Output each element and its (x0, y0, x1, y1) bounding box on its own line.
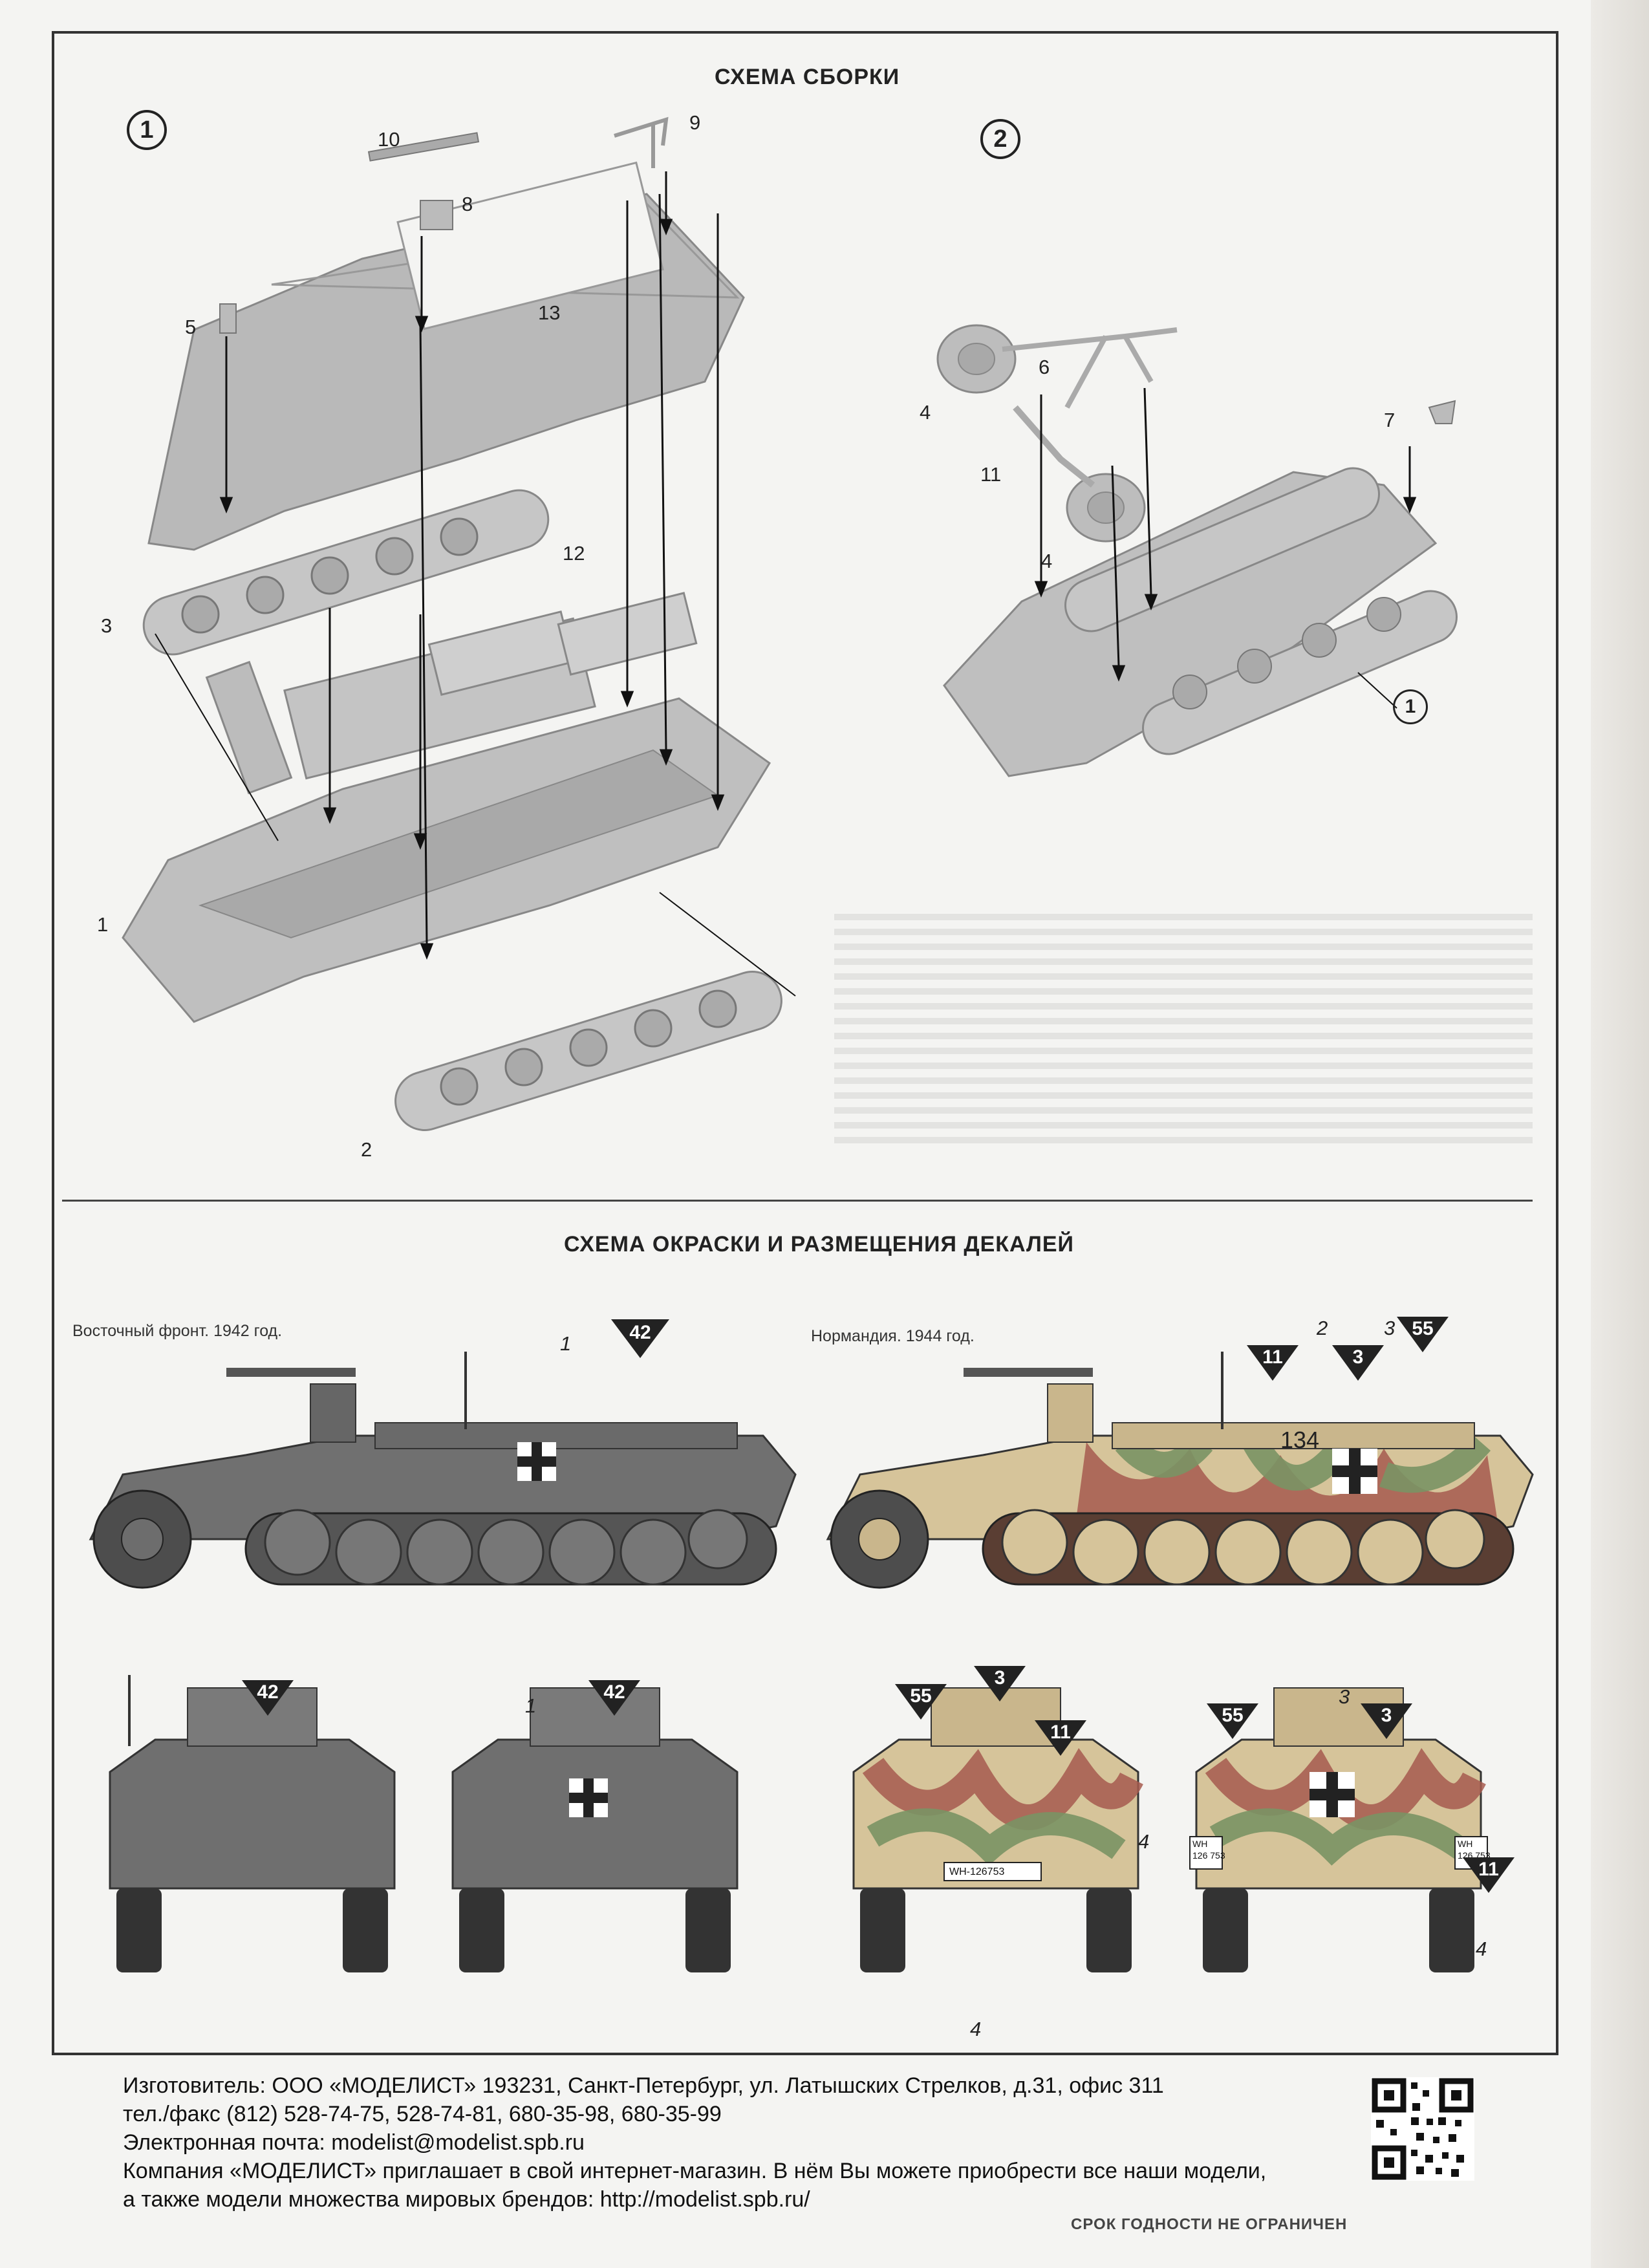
part-label: 4 (1041, 550, 1053, 572)
assembled-hull (943, 471, 1438, 777)
part-label: 3 (101, 614, 113, 637)
part-label: 1 (97, 913, 109, 936)
part-label: 10 (378, 128, 400, 151)
callout: 3 (1384, 1317, 1396, 1339)
wheel-part-4-second (1066, 473, 1146, 543)
footer-website: а также модели множества мировых брендов… (123, 2187, 810, 2212)
decal-marker-label: 42 (257, 1681, 279, 1703)
decal-marker-label: 3 (1352, 1346, 1364, 1368)
page-edge-bleed (1591, 0, 1649, 2268)
callout: 4 (1138, 1830, 1150, 1853)
part-5 (219, 303, 237, 334)
shield-part-8 (420, 200, 453, 230)
decal-marker-label: 3 (1381, 1705, 1392, 1726)
footer-email: Электронная почта: modelist@modelist.spb… (123, 2130, 585, 2155)
license-plate (943, 1862, 1042, 1881)
section-divider (62, 1200, 1533, 1202)
axle-part-11 (1013, 405, 1095, 488)
step-2-diagram (936, 324, 1458, 777)
footer-phone: тел./факс (812) 528-74-75, 528-74-81, 68… (123, 2102, 722, 2126)
part-7 (1428, 400, 1456, 424)
scheme-1-caption: Восточный фронт. 1942 год. (72, 1322, 283, 1340)
decal-marker-label: 42 (629, 1322, 651, 1343)
scheme-2-front-view (852, 1687, 1143, 1972)
balkenkreuz (517, 1442, 556, 1481)
wheel-part-4 (936, 324, 1017, 394)
part-label: 7 (1384, 409, 1396, 431)
show-through-text (834, 905, 1533, 1196)
decal-marker-label: 55 (1222, 1705, 1244, 1726)
expiry-note: СРОК ГОДНОСТИ НЕ ОГРАНИЧЕН (1071, 2216, 1348, 2233)
mg-part-10 (367, 132, 480, 162)
callout: 4 (970, 2018, 982, 2040)
footer-manufacturer: Изготовитель: ООО «МОДЕЛИСТ» 193231, Сан… (123, 2073, 1164, 2098)
hull-number: 134 (1280, 1427, 1320, 1453)
scheme-1-front-view (109, 1675, 396, 1972)
step-2-arrows (1034, 387, 1417, 682)
qr-code-icon (1371, 2077, 1474, 2181)
part-label: 6 (1039, 356, 1050, 378)
content-frame (52, 31, 1558, 2055)
callout: 1 (525, 1694, 537, 1717)
part-label: 11 (980, 463, 1002, 486)
track-part-2 (394, 971, 782, 1131)
part-label: 5 (185, 316, 197, 338)
machine-gun (226, 1368, 356, 1377)
step-1-marker: 1 (127, 110, 167, 150)
decal-marker-label: 3 (994, 1667, 1006, 1689)
painting-title: СХЕМА ОКРАСКИ И РАЗМЕЩЕНИЯ ДЕКАЛЕЙ (564, 1232, 1074, 1257)
step-1-exploded-diagram (122, 116, 796, 1131)
decal-marker-label: 42 (603, 1681, 625, 1703)
mount-part-9 (614, 116, 669, 168)
step-2-marker: 2 (980, 119, 1020, 159)
part-label: 12 (563, 542, 585, 565)
step-1-reference: 1 (1393, 689, 1428, 724)
scheme-2-caption: Нормандия. 1944 год. (811, 1327, 975, 1345)
decal-marker-label: 11 (1262, 1346, 1283, 1368)
footer-shop-invite: Компания «МОДЕЛИСТ» приглашает в свой ин… (123, 2159, 1267, 2183)
decal-marker-label: 55 (1412, 1318, 1434, 1339)
callout: 2 (1317, 1317, 1328, 1339)
scheme-1-side-view (89, 1352, 797, 1589)
part-label: 13 (538, 301, 561, 324)
plate-text: WH-126753 (949, 1866, 1005, 1877)
interior-part-12 (205, 592, 698, 795)
callout: 4 (1476, 1938, 1487, 1960)
callout: 1 (560, 1332, 572, 1355)
steering-part-6 (1002, 327, 1178, 409)
part-label: 8 (462, 193, 473, 215)
track-part-3 (142, 489, 550, 656)
assembly-arrows (155, 171, 796, 997)
part-label: 4 (920, 401, 931, 424)
decal-marker-label: 55 (910, 1685, 932, 1707)
scheme-2-side-view (826, 1352, 1534, 1589)
part-label: 2 (361, 1138, 372, 1161)
decal-marker-label: 11 (1050, 1722, 1071, 1743)
decal-marker-label: 11 (1478, 1859, 1499, 1880)
assembly-title: СХЕМА СБОРКИ (715, 65, 900, 89)
scheme-1-rear-view (451, 1687, 738, 1972)
part-label: 9 (689, 111, 701, 134)
callout: 3 (1339, 1685, 1350, 1708)
